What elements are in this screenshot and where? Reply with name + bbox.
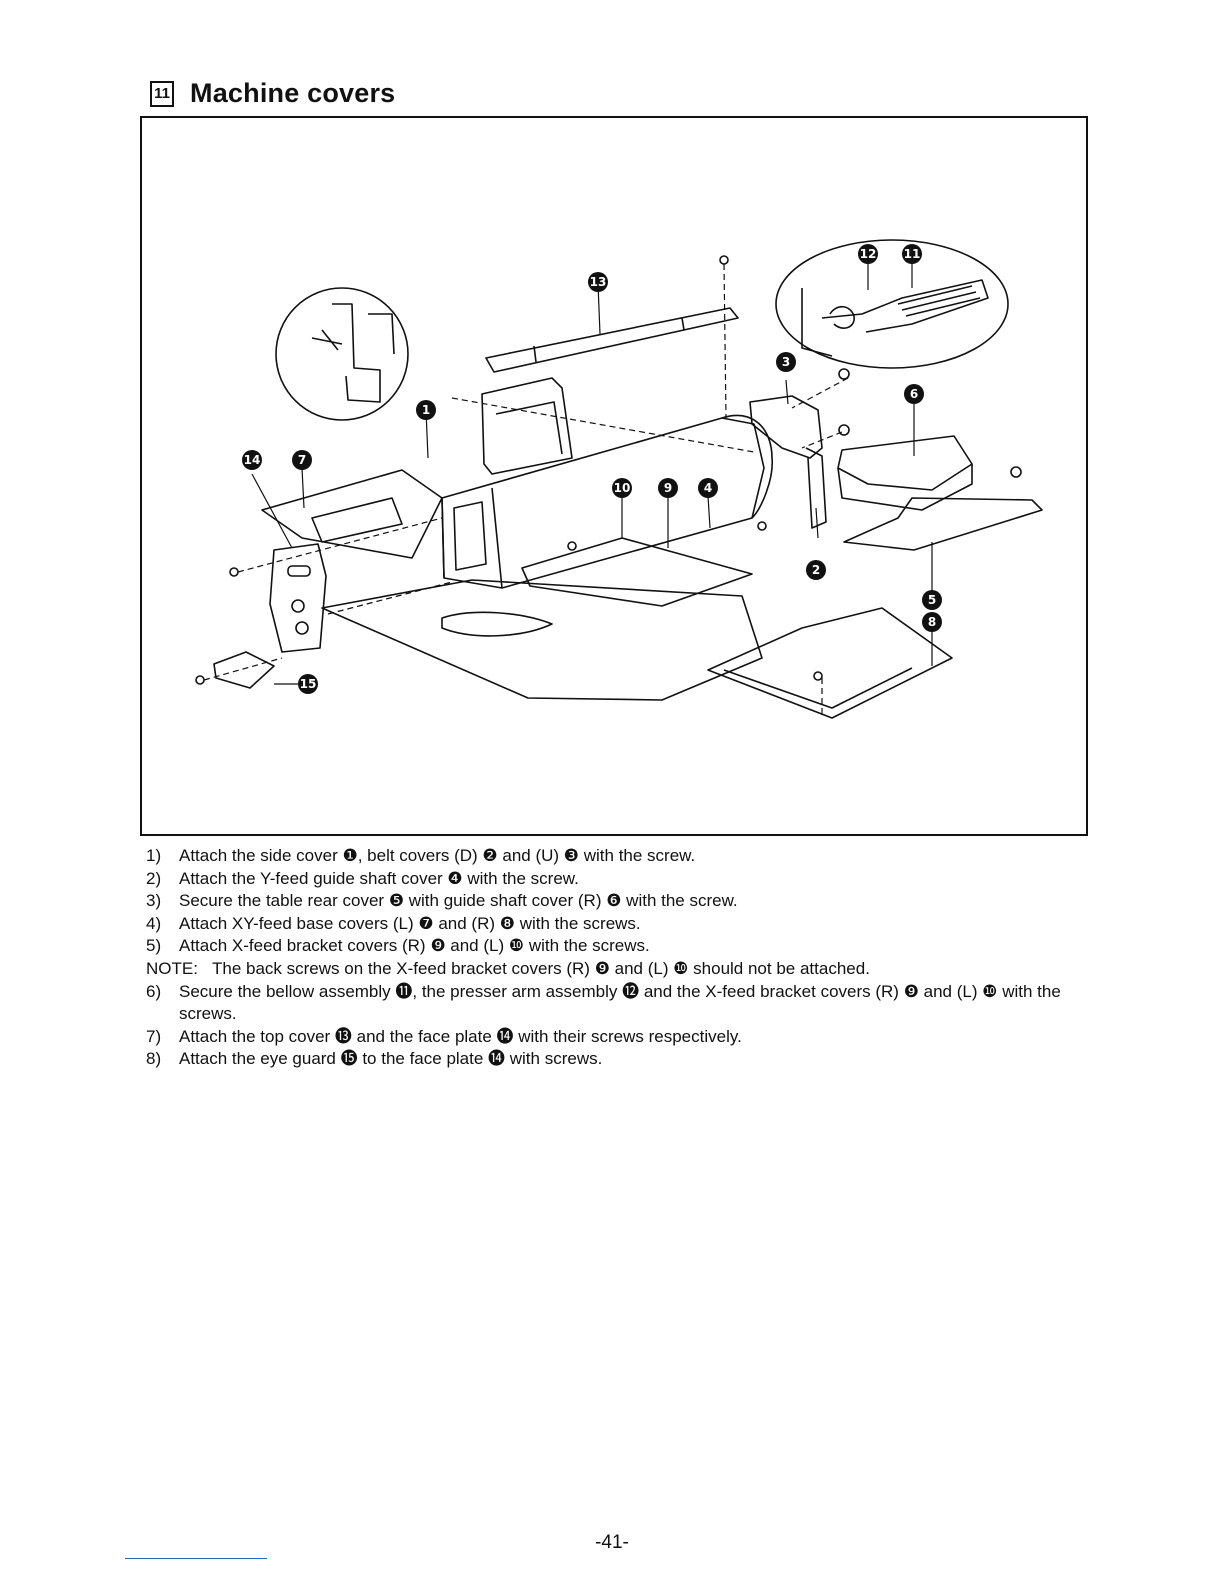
note-label: NOTE: (146, 958, 198, 978)
step-number: 2) (146, 868, 162, 888)
step-text: Attach the side cover ❶, belt covers (D)… (179, 846, 696, 865)
list-item: 5) Attach X-feed bracket covers (R) ❾ an… (146, 935, 1086, 958)
detail-circle-left (275, 287, 409, 421)
step-text: Attach the eye guard ⓯ to the face plate… (179, 1049, 603, 1069)
section-header: 11 Machine covers (150, 78, 395, 109)
section-number-badge: 11 (150, 80, 174, 107)
svg-text:10: 10 (614, 481, 631, 495)
step-text: Attach X-feed bracket covers (R) ❾ and (… (179, 936, 650, 956)
list-item: 3) Secure the table rear cover ❺ with gu… (146, 890, 1086, 913)
top-cover (485, 307, 739, 373)
callout-1: 1 (416, 400, 436, 420)
list-item: 4) Attach XY-feed base covers (L) ❼ and … (146, 913, 1086, 936)
list-item: 8) Attach the eye guard ⓯ to the face pl… (146, 1048, 1086, 1071)
detail-circle-right (775, 239, 1009, 369)
svg-text:4: 4 (704, 481, 712, 495)
note: NOTE: The back screws on the X-feed brac… (146, 958, 1086, 981)
svg-text:5: 5 (928, 593, 936, 607)
svg-text:3: 3 (782, 355, 790, 369)
callout-14: 14 (242, 450, 262, 470)
svg-text:14: 14 (244, 453, 261, 467)
section-title: Machine covers (190, 78, 396, 108)
face-plate (269, 543, 327, 653)
callout-8: 8 (922, 612, 942, 632)
step-text: Attach the Y-feed guide shaft cover ❹ wi… (179, 868, 579, 888)
callout-4: 4 (698, 478, 718, 498)
belt-cover (749, 395, 823, 459)
note-text: The back screws on the X-feed bracket co… (212, 958, 870, 978)
svg-text:15: 15 (300, 677, 317, 691)
svg-text:6: 6 (910, 387, 918, 401)
step-number: 1) (146, 846, 162, 865)
step-number: 4) (146, 913, 162, 933)
eye-guard (213, 651, 275, 689)
list-item: 7) Attach the top cover ⓭ and the face p… (146, 1026, 1086, 1049)
list-item: 1) Attach the side cover ❶, belt covers … (146, 845, 1086, 868)
callout-2: 2 (806, 560, 826, 580)
part-callouts: 1 2 3 4 5 6 7 8 9 10 11 12 13 14 15 (242, 244, 942, 694)
svg-text:9: 9 (664, 481, 672, 495)
svg-text:7: 7 (298, 453, 306, 467)
step-number: 6) (146, 981, 162, 1001)
step-text: Secure the bellow assembly ⓫, the presse… (179, 981, 1061, 1024)
xy-base-cover-right (707, 607, 953, 719)
callout-6: 6 (904, 384, 924, 404)
svg-text:11: 11 (904, 247, 921, 261)
machine-arm (441, 417, 765, 589)
callout-10: 10 (612, 478, 632, 498)
svg-text:8: 8 (928, 615, 936, 629)
xy-base-cover-left (261, 469, 443, 559)
callout-13: 13 (588, 272, 608, 292)
list-item: 2) Attach the Y-feed guide shaft cover ❹… (146, 868, 1086, 891)
step-number: 5) (146, 936, 162, 956)
step-text: Attach XY-feed base covers (L) ❼ and (R)… (179, 913, 641, 933)
callout-3: 3 (776, 352, 796, 372)
callout-5: 5 (922, 590, 942, 610)
svg-text:12: 12 (860, 247, 877, 261)
step-number: 8) (146, 1049, 162, 1069)
footer-divider (125, 1558, 267, 1559)
main-table (321, 579, 763, 701)
callout-12: 12 (858, 244, 878, 264)
machine-covers-exploded-diagram: 1 2 3 4 5 6 7 8 9 10 11 12 13 14 15 (195, 239, 1043, 719)
step-number: 3) (146, 891, 162, 911)
callout-11: 11 (902, 244, 922, 264)
svg-text:2: 2 (812, 563, 820, 577)
step-number: 7) (146, 1026, 162, 1046)
page-number: -41- (595, 1532, 629, 1553)
callout-9: 9 (658, 478, 678, 498)
step-text: Secure the table rear cover ❺ with guide… (179, 891, 738, 911)
svg-text:1: 1 (422, 403, 430, 417)
svg-text:13: 13 (590, 275, 607, 289)
list-item: 6) Secure the bellow assembly ⓫, the pre… (146, 981, 1086, 1026)
exploded-diagram-frame: 1 2 3 4 5 6 7 8 9 10 11 12 13 14 15 (140, 116, 1088, 836)
callout-15: 15 (298, 674, 318, 694)
step-text: Attach the top cover ⓭ and the face plat… (179, 1026, 742, 1046)
callout-7: 7 (292, 450, 312, 470)
instruction-list: 1) Attach the side cover ❶, belt covers … (146, 845, 1086, 1071)
